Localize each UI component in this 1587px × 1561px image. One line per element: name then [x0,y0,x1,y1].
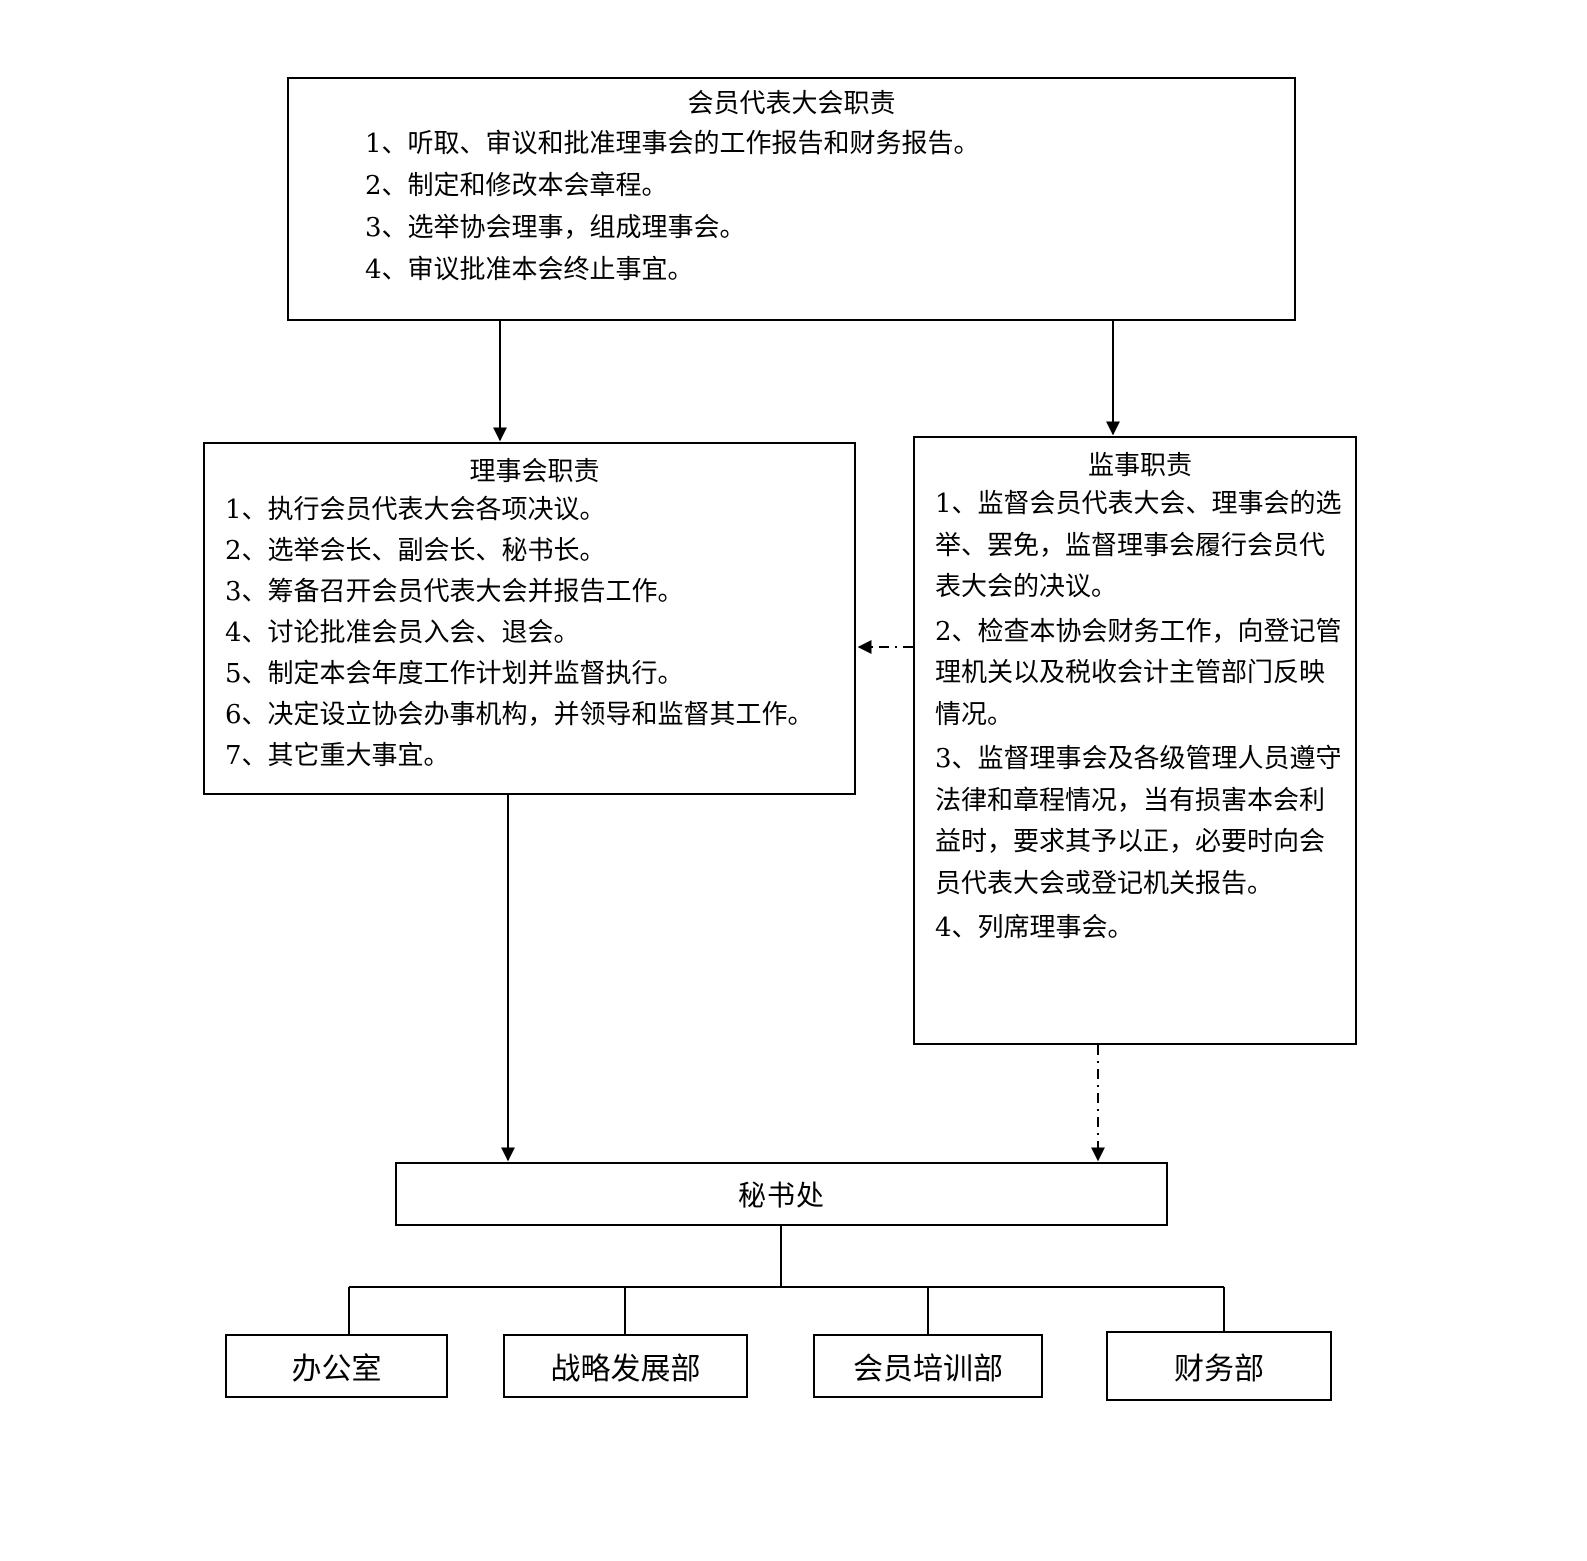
department-strategy-box: 战略发展部 [503,1334,748,1398]
council-duty-item: 7、其它重大事宜。 [225,741,450,771]
congress-duty-item: 4、审议批准本会终止事宜。 [365,255,694,285]
department-office-label: 办公室 [291,1352,382,1387]
department-finance-box: 财务部 [1106,1331,1332,1401]
secretariat-branch-lines [348,1226,1225,1334]
council-duty-item: 4、讨论批准会员入会、退会。 [225,618,580,648]
council-duty-list: 1、执行会员代表大会各项决议。 2、选举会长、副会长、秘书长。 3、筹备召开会员… [225,490,844,777]
council-duty-item: 6、决定设立协会办事机构，并领导和监督其工作。 [225,700,814,730]
supervisor-title: 监事职责 [1087,451,1192,481]
council-duty-item: 3、筹备召开会员代表大会并报告工作。 [225,577,684,607]
council-duty-item: 2、选举会长、副会长、秘书长。 [225,536,606,566]
supervisor-duty-item: 4、列席理事会。 [935,913,1134,943]
supervisor-duties-box: 监事职责 1、监督会员代表大会、理事会的选举、罢免，监督理事会履行会员代表大会的… [913,436,1357,1045]
congress-title: 会员代表大会职责 [687,89,896,119]
department-training-box: 会员培训部 [813,1334,1043,1398]
supervisor-duty-list: 1、监督会员代表大会、理事会的选举、罢免，监督理事会履行会员代表大会的决议。 2… [935,484,1345,950]
congress-duty-item: 3、选举协会理事，组成理事会。 [365,213,746,243]
council-duty-item: 5、制定本会年度工作计划并监督执行。 [225,659,684,689]
congress-duty-item: 1、听取、审议和批准理事会的工作报告和财务报告。 [365,129,980,159]
department-office-box: 办公室 [225,1334,448,1398]
congress-duty-item: 2、制定和修改本会章程。 [365,171,668,201]
department-finance-label: 财务部 [1174,1352,1264,1387]
department-strategy-label: 战略发展部 [550,1352,701,1387]
congress-duties-box: 会员代表大会职责 1、听取、审议和批准理事会的工作报告和财务报告。 2、制定和修… [287,77,1296,321]
supervisor-duty-item: 1、监督会员代表大会、理事会的选举、罢免，监督理事会履行会员代表大会的决议。 [935,489,1342,602]
council-duty-item: 1、执行会员代表大会各项决议。 [225,495,606,525]
secretariat-box: 秘书处 [395,1162,1168,1226]
department-training-label: 会员培训部 [853,1352,1003,1387]
council-title: 理事会职责 [469,457,600,487]
supervisor-duty-item: 3、监督理事会及各级管理人员遵守法律和章程情况，当有损害本会利益时，要求其予以正… [935,744,1342,899]
council-duties-box: 理事会职责 1、执行会员代表大会各项决议。 2、选举会长、副会长、秘书长。 3、… [203,442,856,795]
supervisor-duty-item: 2、检查本协会财务工作，向登记管理机关以及税收会计主管部门反映情况。 [935,616,1342,730]
secretariat-label: 秘书处 [737,1179,825,1212]
congress-duty-list: 1、听取、审议和批准理事会的工作报告和财务报告。 2、制定和修改本会章程。 3、… [365,123,1294,291]
